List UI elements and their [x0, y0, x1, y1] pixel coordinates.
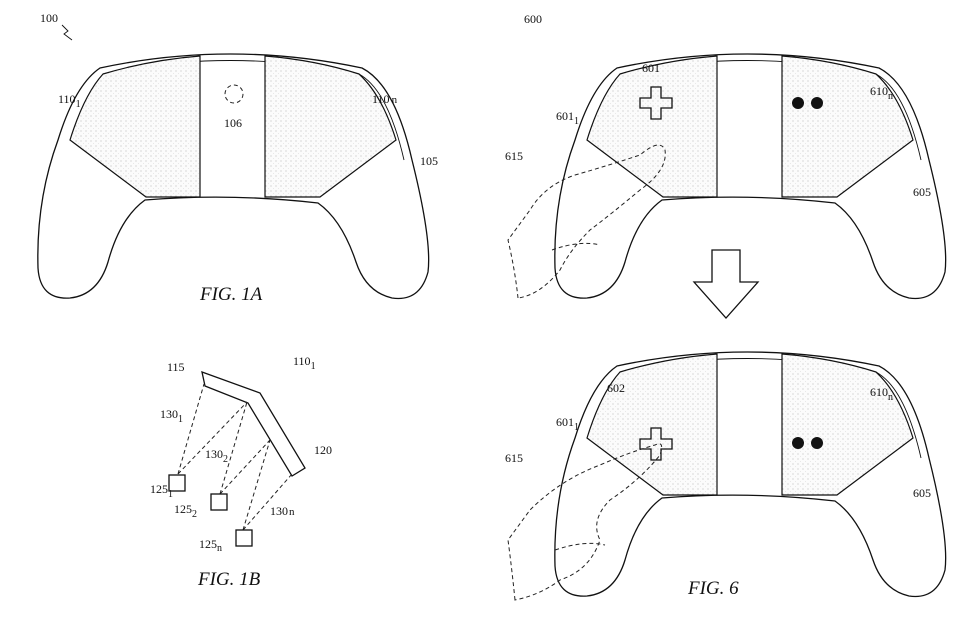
button-dot-icon [792, 97, 804, 109]
transition-arrow-icon [692, 249, 760, 319]
label-device: 100 [40, 11, 58, 25]
emitter-n [235, 529, 253, 547]
caption-fig-6: FIG. 6 [687, 578, 739, 599]
label-ray-n: 130n [270, 504, 295, 518]
label-ray-1: 1301 [160, 407, 183, 425]
figure-1b: 115 1101 1301 1302 120 1251 1252 130n 12… [150, 354, 332, 590]
label-emitter-n: 125n [199, 537, 222, 554]
label-edge-bottom: 120 [314, 443, 332, 457]
sensor-outline [224, 84, 244, 104]
label-panel-right: 610n [870, 84, 893, 102]
panel-cross-section [201, 370, 306, 477]
controller-outline [37, 53, 430, 300]
button-dot-icon [811, 437, 823, 449]
label-hand: 615 [505, 451, 523, 465]
label-housing: 605 [913, 185, 931, 199]
caption-fig-1b: FIG. 1B [197, 569, 261, 590]
hand-outline [507, 443, 663, 601]
leader-line [61, 24, 73, 41]
button-dot-icon [811, 97, 823, 109]
hand-outline [507, 144, 666, 299]
caption-fig-1a: FIG. 1A [199, 284, 263, 305]
label-panel-right: 610n [870, 385, 893, 403]
label-panel-left: 6011 [556, 109, 579, 127]
label-dpad-moved: 602 [607, 381, 625, 395]
label-device: 600 [524, 12, 542, 26]
label-panel: 1101 [293, 354, 316, 372]
emitter-1 [168, 474, 186, 492]
label-emitter-2: 1252 [174, 502, 197, 520]
dpad-icon [639, 427, 673, 461]
label-panel-left: 6011 [556, 415, 579, 433]
figure-6-top: 600 601 6011 610n 615 605 [505, 12, 947, 300]
label-housing: 105 [420, 154, 438, 168]
label-edge-top: 115 [167, 360, 185, 374]
emitter-2 [210, 493, 228, 511]
figure-6-bottom: 602 6011 610n 615 605 FIG. 6 [505, 351, 947, 601]
dpad-icon [639, 86, 673, 120]
label-panel-left: 1101 [58, 92, 81, 110]
label-ray-2: 1302 [205, 447, 228, 465]
label-sensor: 106 [224, 116, 242, 130]
label-emitter-1: 1251 [150, 482, 173, 500]
label-dpad: 601 [642, 61, 660, 75]
label-hand: 615 [505, 149, 523, 163]
button-dot-icon [792, 437, 804, 449]
light-rays [177, 383, 293, 531]
label-housing: 605 [913, 486, 931, 500]
